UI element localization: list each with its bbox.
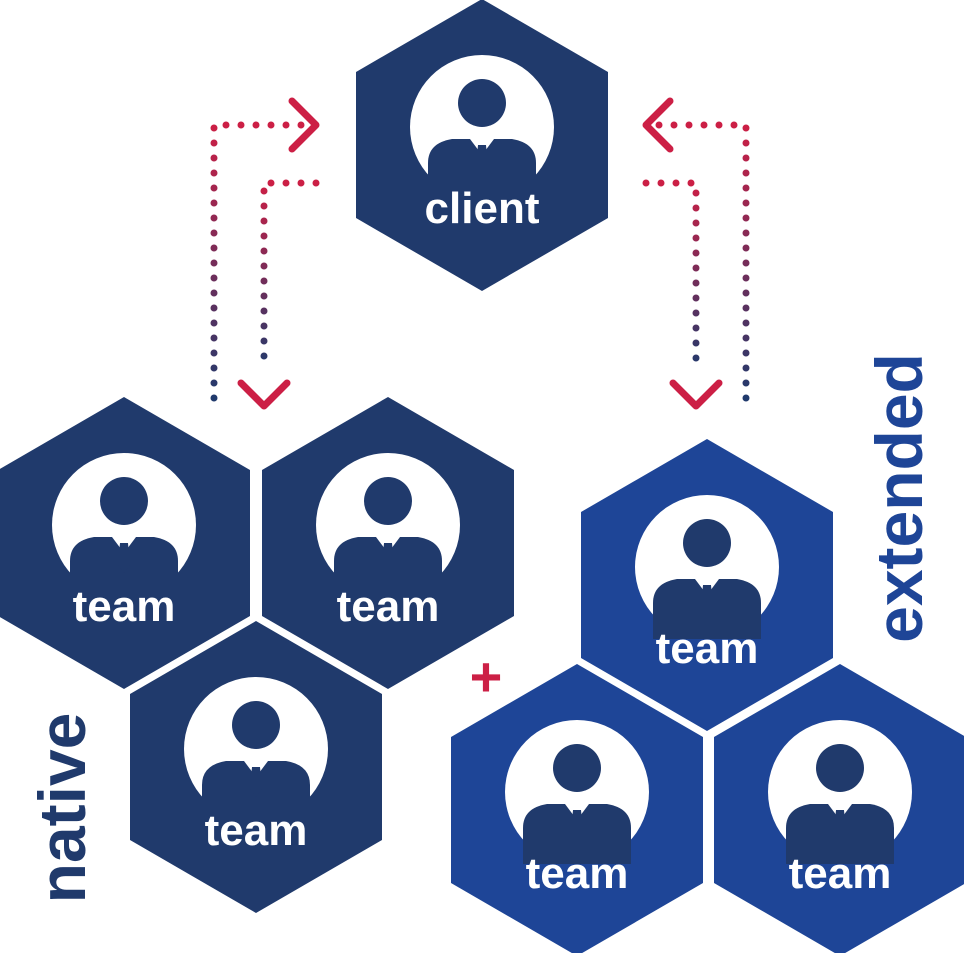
person-tie <box>571 810 583 840</box>
extended-team-hexagon: team <box>581 439 833 731</box>
extended-team-label: team <box>526 849 629 898</box>
person-silhouette-icon <box>410 55 554 199</box>
native-team-hexagon: team <box>130 621 382 913</box>
native-team-label: team <box>73 582 176 631</box>
client-hexagon: client <box>356 0 608 291</box>
person-head <box>816 744 864 792</box>
person-head <box>458 79 506 127</box>
person-silhouette-icon <box>316 453 460 597</box>
person-silhouette-icon <box>635 495 779 639</box>
person-tie <box>382 543 394 573</box>
extended-team-hexagon: team <box>451 664 703 953</box>
person-head <box>232 701 280 749</box>
left-arrow-into-client-icon <box>288 97 320 153</box>
left-arrow-into-native-icon <box>237 379 291 410</box>
person-head <box>364 477 412 525</box>
native-group-label: native <box>25 713 99 904</box>
right-inner-dotted-path <box>642 179 700 374</box>
client-label: client <box>425 184 540 233</box>
extended-team-label: team <box>789 849 892 898</box>
person-tie <box>118 543 130 573</box>
left-inner-dotted-path <box>260 179 320 374</box>
left-outer-dotted-path <box>210 121 308 402</box>
person-head <box>100 477 148 525</box>
connector-arrows <box>210 97 750 410</box>
person-tie <box>834 810 846 840</box>
native-team-label: team <box>337 582 440 631</box>
person-head <box>553 744 601 792</box>
person-tie <box>701 585 713 615</box>
right-arrow-into-extended-icon <box>669 379 723 410</box>
plus-icon: + <box>470 645 503 708</box>
extended-group-label: extended <box>862 353 936 643</box>
person-silhouette-icon <box>184 677 328 821</box>
person-silhouette-icon <box>505 720 649 864</box>
right-arrow-into-client-icon <box>642 97 674 153</box>
right-outer-dotted-path <box>654 121 750 402</box>
person-head <box>683 519 731 567</box>
person-tie <box>476 145 488 175</box>
extended-team-hexagon: team <box>714 664 964 953</box>
native-team-label: team <box>205 806 308 855</box>
person-tie <box>250 767 262 797</box>
extended-team-label: team <box>656 624 759 673</box>
native-team-hexagon: team <box>0 397 250 689</box>
person-silhouette-icon <box>768 720 912 864</box>
native-team-hexagon: team <box>262 397 514 689</box>
person-silhouette-icon <box>52 453 196 597</box>
